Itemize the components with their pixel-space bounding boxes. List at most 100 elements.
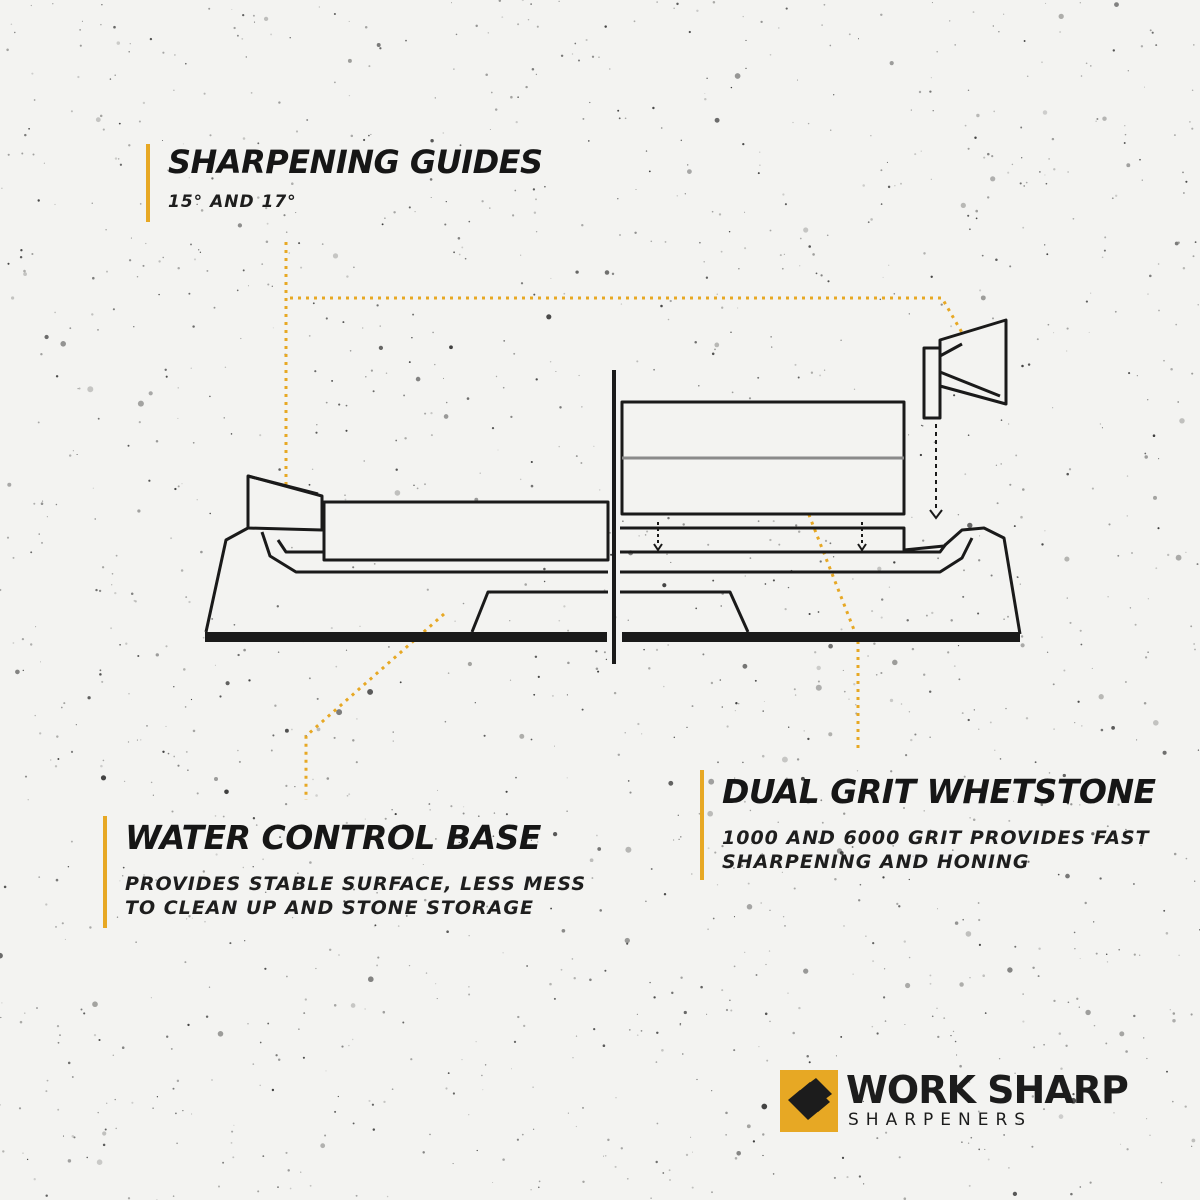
speckle-dot bbox=[348, 20, 350, 22]
speckle-dot bbox=[173, 755, 176, 758]
speckle-dot bbox=[158, 293, 160, 296]
speckle-dot bbox=[543, 580, 546, 583]
speckle-dot bbox=[1051, 137, 1055, 141]
speckle-dot bbox=[176, 1142, 178, 1145]
speckle-dot bbox=[786, 777, 788, 780]
speckle-dot bbox=[453, 251, 455, 254]
speckle-dot bbox=[871, 1025, 874, 1028]
speckle-dot bbox=[785, 7, 788, 10]
speckle-dot bbox=[92, 1001, 98, 1008]
speckle-dot bbox=[563, 605, 566, 608]
speckle-dot bbox=[862, 184, 865, 187]
speckle-dot bbox=[711, 352, 715, 356]
speckle-dot bbox=[432, 331, 434, 334]
speckle-dot bbox=[604, 270, 610, 275]
speckle-dot bbox=[694, 341, 697, 344]
speckle-dot bbox=[829, 44, 832, 47]
speckle-dot bbox=[230, 1142, 233, 1144]
speckle-dot bbox=[755, 974, 758, 976]
speckle-dot bbox=[1124, 681, 1127, 683]
arrow-down-icon bbox=[929, 509, 943, 520]
speckle-dot bbox=[236, 289, 239, 292]
sharpening-guide-right bbox=[922, 318, 1008, 420]
speckle-dot bbox=[535, 73, 538, 76]
speckle-dot bbox=[1000, 419, 1003, 421]
speckle-dot bbox=[1, 187, 3, 190]
speckle-dot bbox=[585, 38, 588, 42]
speckle-dot bbox=[1027, 860, 1030, 863]
speckle-dot bbox=[316, 697, 319, 700]
speckle-dot bbox=[797, 530, 801, 533]
speckle-dot bbox=[1079, 958, 1081, 960]
speckle-dot bbox=[1105, 1042, 1108, 1045]
speckle-dot bbox=[116, 41, 121, 45]
speckle-dot bbox=[769, 1020, 771, 1023]
speckle-dot bbox=[1013, 525, 1016, 528]
speckle-dot bbox=[726, 725, 729, 728]
speckle-dot bbox=[174, 487, 177, 491]
speckle-dot bbox=[346, 275, 349, 278]
speckle-dot bbox=[1093, 1024, 1096, 1027]
speckle-dot bbox=[1009, 483, 1012, 486]
speckle-dot bbox=[320, 1143, 326, 1149]
speckle-dot bbox=[962, 595, 965, 598]
speckle-dot bbox=[338, 954, 340, 956]
speckle-dot bbox=[1027, 363, 1031, 366]
speckle-dot bbox=[908, 313, 910, 315]
speckle-dot bbox=[115, 554, 118, 557]
speckle-dot bbox=[38, 876, 41, 878]
speckle-dot bbox=[683, 1010, 687, 1015]
speckle-dot bbox=[97, 1111, 99, 1114]
speckle-dot bbox=[567, 1112, 569, 1114]
speckle-dot bbox=[855, 704, 857, 706]
speckle-dot bbox=[1182, 171, 1184, 174]
speckle-dot bbox=[182, 143, 184, 145]
speckle-dot bbox=[707, 543, 710, 546]
speckle-dot bbox=[188, 885, 191, 888]
speckle-dot bbox=[964, 124, 967, 127]
speckle-dot bbox=[749, 809, 752, 812]
speckle-dot bbox=[497, 449, 499, 451]
speckle-dot bbox=[498, 0, 502, 3]
speckle-dot bbox=[1155, 567, 1158, 570]
speckle-dot bbox=[826, 234, 829, 237]
speckle-dot bbox=[114, 1098, 116, 1101]
speckle-dot bbox=[367, 688, 374, 695]
speckle-dot bbox=[56, 1024, 60, 1028]
speckle-dot bbox=[1167, 553, 1170, 557]
speckle-dot bbox=[386, 1195, 389, 1198]
speckle-dot bbox=[960, 202, 966, 209]
speckle-dot bbox=[712, 579, 715, 582]
speckle-dot bbox=[123, 780, 126, 783]
speckle-dot bbox=[447, 1072, 450, 1074]
speckle-dot bbox=[1012, 1191, 1018, 1197]
speckle-dot bbox=[7, 153, 10, 156]
speckle-dot bbox=[54, 925, 58, 928]
speckle-dot bbox=[348, 1044, 350, 1047]
speckle-dot bbox=[92, 276, 95, 280]
speckle-dot bbox=[114, 157, 118, 160]
speckle-dot bbox=[462, 842, 464, 845]
speckle-dot bbox=[1019, 182, 1022, 185]
speckle-dot bbox=[682, 523, 685, 526]
speckle-dot bbox=[1136, 375, 1138, 377]
speckle-dot bbox=[795, 524, 798, 527]
speckle-dot bbox=[543, 567, 546, 571]
speckle-dot bbox=[454, 620, 456, 623]
speckle-dot bbox=[376, 304, 379, 307]
speckle-dot bbox=[761, 754, 765, 758]
speckle-dot bbox=[777, 821, 779, 823]
speckle-dot bbox=[707, 847, 710, 850]
speckle-dot bbox=[624, 117, 627, 120]
speckle-dot bbox=[829, 542, 832, 545]
speckle-dot bbox=[691, 705, 694, 708]
speckle-dot bbox=[489, 207, 491, 209]
speckle-dot bbox=[1090, 65, 1092, 67]
speckle-dot bbox=[933, 441, 936, 443]
speckle-dot bbox=[148, 391, 153, 396]
speckle-dot bbox=[691, 1186, 694, 1189]
speckle-dot bbox=[589, 101, 591, 104]
speckle-dot bbox=[335, 665, 338, 668]
